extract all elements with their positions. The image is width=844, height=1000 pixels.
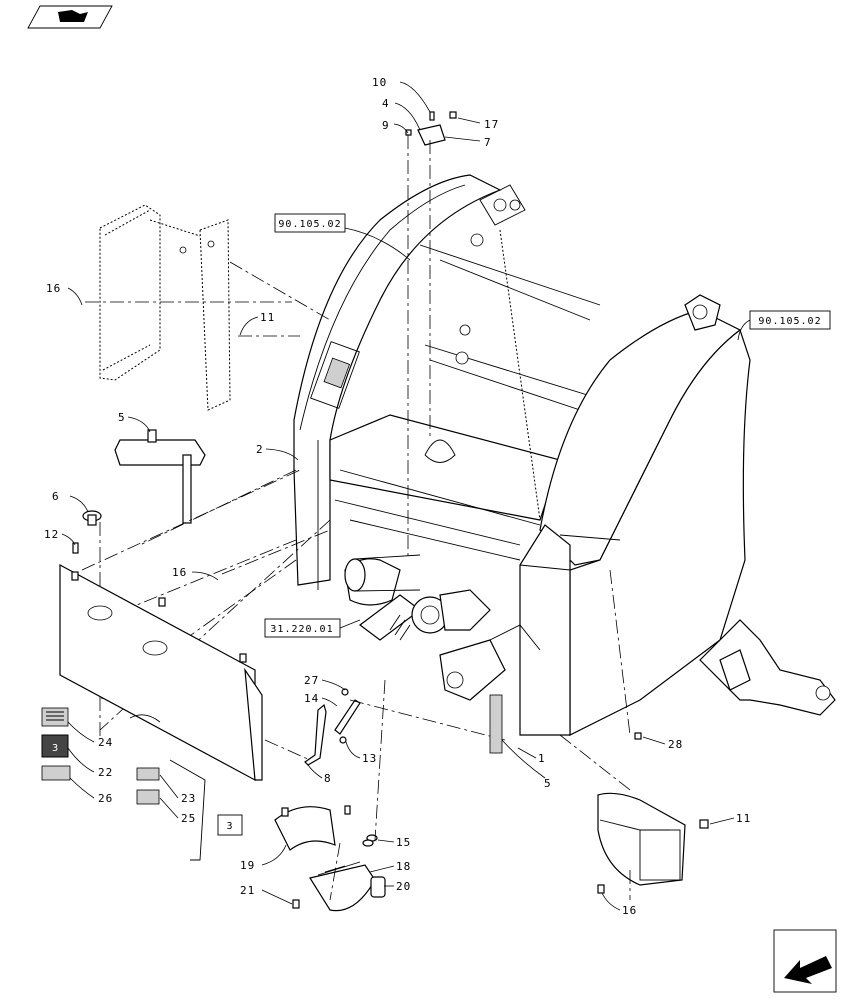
left-shield-panel <box>99 204 231 411</box>
spring-14 <box>334 688 361 744</box>
front-cover-panel-3 <box>59 563 263 782</box>
guard-19 <box>274 805 351 851</box>
callout-4: 4 <box>382 97 390 110</box>
callout-13: 13 <box>362 752 377 765</box>
right-side-cover <box>519 524 571 736</box>
knob-6 <box>82 510 102 526</box>
callout-11: 11 <box>260 311 275 324</box>
callout-6: 6 <box>52 490 60 503</box>
callout-8: 8 <box>324 772 332 785</box>
svg-text:3: 3 <box>226 821 233 832</box>
callout-16: 16 <box>46 282 61 295</box>
callout-10: 10 <box>372 76 387 89</box>
callout-27: 27 <box>304 674 319 687</box>
ref-box-90-105-02-right[interactable]: 90.105.02 <box>749 310 831 330</box>
screw-28 <box>634 732 642 740</box>
rod-8 <box>304 703 327 766</box>
plug-20 <box>370 876 386 898</box>
screw-12 <box>72 542 79 554</box>
bolt-15 <box>362 834 378 847</box>
callout-9: 9 <box>382 119 390 132</box>
right-lower-guard <box>597 792 709 894</box>
left-fender-panel <box>293 174 502 590</box>
callout-12: 12 <box>44 528 59 541</box>
svg-text:90.105.02: 90.105.02 <box>758 316 821 327</box>
callout-2: 2 <box>256 443 264 456</box>
callout-28: 28 <box>668 738 683 751</box>
next-page-arrow-icon[interactable] <box>773 929 837 993</box>
decal-24 <box>41 707 69 727</box>
callout-7: 7 <box>484 136 492 149</box>
book-icon[interactable] <box>27 5 113 29</box>
callout-23: 23 <box>181 792 196 805</box>
callout-20: 20 <box>396 880 411 893</box>
bracket-5-upper <box>114 429 206 524</box>
ref-box-90-105-02-upper[interactable]: 90.105.02 <box>274 213 346 233</box>
callout-1: 1 <box>538 752 546 765</box>
screw-21 <box>292 899 300 909</box>
svg-text:90.105.02: 90.105.02 <box>278 219 341 230</box>
decal-26 <box>41 765 71 781</box>
callout-19: 19 <box>240 859 255 872</box>
callout-5: 5 <box>118 411 126 424</box>
callout-14: 14 <box>304 692 319 705</box>
callout-18: 18 <box>396 860 411 873</box>
callout-24: 24 <box>98 736 113 749</box>
callout-16: 16 <box>172 566 187 579</box>
decal-25 <box>136 789 160 805</box>
decal-22: 3 <box>41 734 69 758</box>
gearbox-assembly <box>344 558 541 701</box>
roller-left <box>344 554 421 592</box>
callout-26: 26 <box>98 792 113 805</box>
svg-text:3: 3 <box>52 743 58 754</box>
callout-17: 17 <box>484 118 499 131</box>
bracket-4 <box>405 111 457 146</box>
callout-11: 11 <box>736 812 751 825</box>
guard-18 <box>309 861 376 912</box>
svg-text:31.220.01: 31.220.01 <box>270 624 333 635</box>
callout-16: 16 <box>622 904 637 917</box>
callout-25: 25 <box>181 812 196 825</box>
right-fender-panel <box>539 294 751 736</box>
drawbar-hitch <box>699 619 836 716</box>
ref-box-3[interactable]: 3 <box>217 814 243 836</box>
callout-5: 5 <box>544 777 552 790</box>
callout-15: 15 <box>396 836 411 849</box>
strip-5-lower <box>489 694 503 754</box>
callout-21: 21 <box>240 884 255 897</box>
decal-23 <box>136 767 160 781</box>
ref-box-31-220-01[interactable]: 31.220.01 <box>264 618 341 638</box>
callout-22: 22 <box>98 766 113 779</box>
